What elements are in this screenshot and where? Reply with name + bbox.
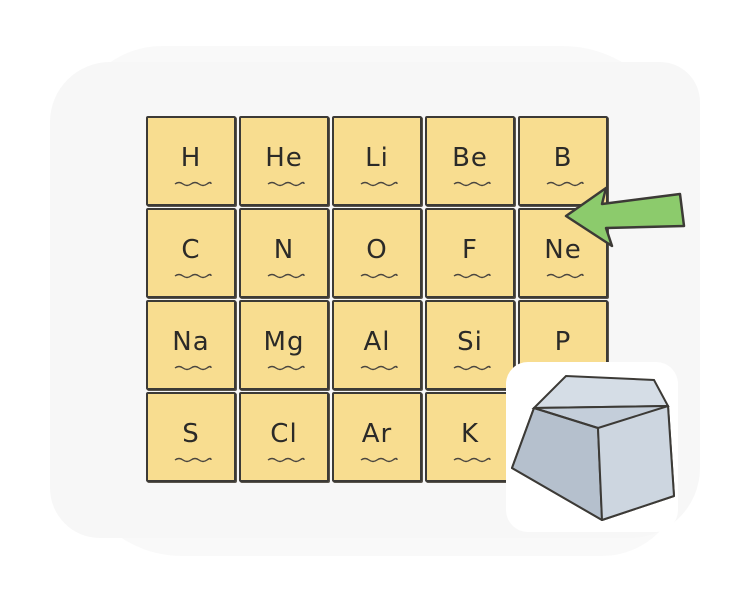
element-symbol: Al (363, 327, 391, 357)
element-symbol: K (460, 419, 480, 449)
element-tile: He (239, 116, 329, 206)
squiggle-underline (546, 273, 584, 279)
element-tile: Na (146, 300, 236, 390)
element-tile: Cl (239, 392, 329, 482)
element-symbol: He (265, 143, 303, 173)
element-symbol: Si (457, 327, 483, 357)
squiggle-underline (267, 457, 305, 463)
element-symbol: Li (365, 143, 389, 173)
squiggle-underline (453, 273, 491, 279)
element-symbol: S (182, 419, 200, 449)
squiggle-underline (360, 273, 398, 279)
element-symbol: Ne (544, 235, 582, 265)
element-symbol: O (366, 235, 388, 265)
element-tile: B (518, 116, 608, 206)
element-symbol: C (181, 235, 201, 265)
squiggle-underline (360, 181, 398, 187)
squiggle-underline (174, 365, 212, 371)
element-tile: Mg (239, 300, 329, 390)
element-symbol: P (554, 327, 572, 357)
keycap-icon (511, 374, 675, 521)
element-symbol: H (180, 143, 202, 173)
element-symbol: N (273, 235, 295, 265)
element-tile: F (425, 208, 515, 298)
element-symbol: Cl (270, 419, 298, 449)
element-tile: Al (332, 300, 422, 390)
element-tile: H (146, 116, 236, 206)
squiggle-underline (174, 273, 212, 279)
squiggle-underline (453, 181, 491, 187)
squiggle-underline (267, 181, 305, 187)
element-tile: Ar (332, 392, 422, 482)
element-tile: N (239, 208, 329, 298)
squiggle-underline (453, 365, 491, 371)
squiggle-underline (267, 365, 305, 371)
element-symbol: Na (172, 327, 210, 357)
element-symbol: Mg (263, 327, 305, 357)
element-symbol: B (553, 143, 573, 173)
squiggle-underline (360, 365, 398, 371)
element-tile: S (146, 392, 236, 482)
squiggle-underline (267, 273, 305, 279)
element-tile: Be (425, 116, 515, 206)
squiggle-underline (174, 181, 212, 187)
element-symbol: F (462, 235, 478, 265)
element-tile: C (146, 208, 236, 298)
element-grid: HHeLiBeBCNOFNeNaMgAlSiPSClArKCa (146, 116, 608, 482)
squiggle-underline (174, 457, 212, 463)
element-tile: O (332, 208, 422, 298)
squiggle-underline (360, 457, 398, 463)
element-tile: Si (425, 300, 515, 390)
squiggle-underline (453, 457, 491, 463)
squiggle-underline (546, 181, 584, 187)
element-symbol: Be (452, 143, 488, 173)
element-tile: K (425, 392, 515, 482)
element-symbol: Ar (361, 419, 393, 449)
pointer-arrow-icon (564, 186, 686, 248)
element-tile: Li (332, 116, 422, 206)
